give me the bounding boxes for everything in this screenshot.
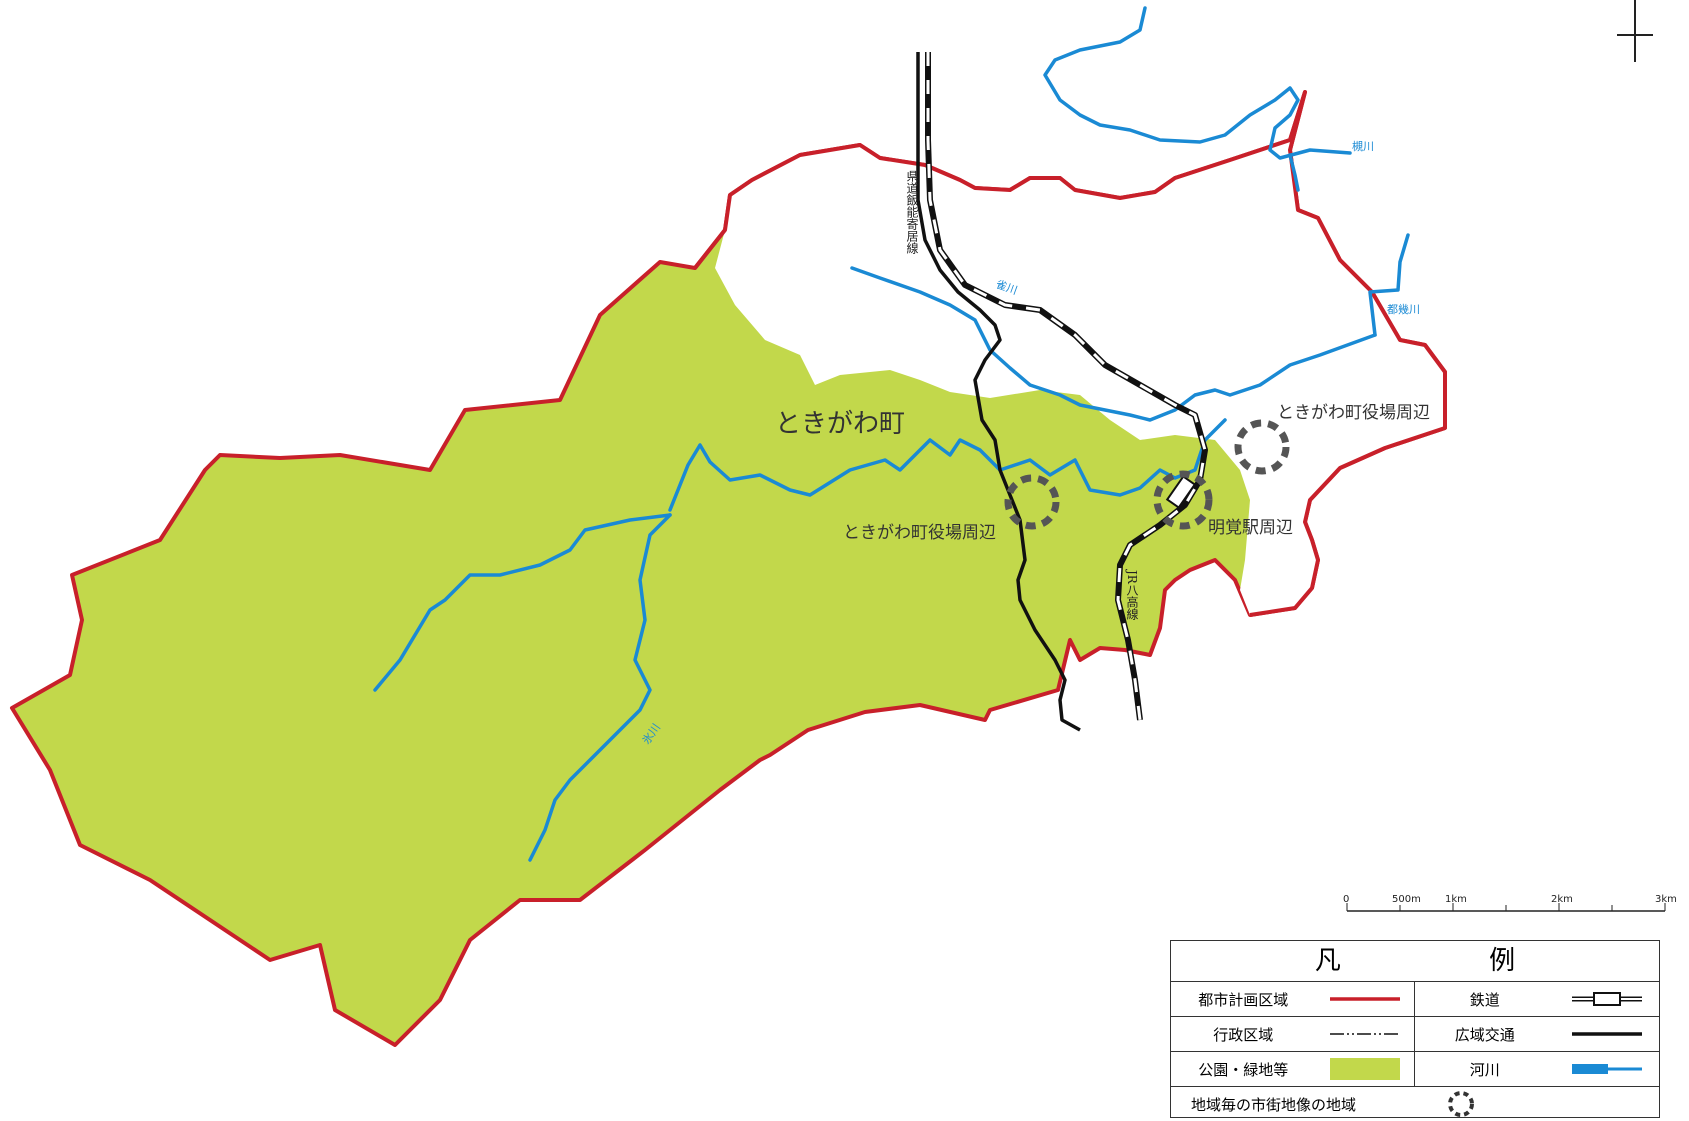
town-label: ときがわ町 — [775, 409, 905, 439]
river-tributary — [373, 513, 672, 692]
scale-tick-0: 0 — [1343, 894, 1349, 905]
place-label-office-2: ときがわ町役場周辺 — [1277, 403, 1430, 423]
scale-tick-1km: 1km — [1445, 894, 1467, 905]
legend-railway-icon — [1554, 982, 1659, 1016]
legend-red-line-icon — [1315, 982, 1415, 1016]
legend-black-line-icon — [1554, 1017, 1659, 1051]
river-tsukigawa-branch — [1288, 153, 1300, 192]
place-label-office-1: ときがわ町役場周辺 — [843, 523, 996, 543]
river-tokigawa — [850, 266, 1377, 422]
river-label-tsukigawa: 槻川 — [1352, 140, 1374, 153]
legend-row: 都市計画区域 鉄道 — [1171, 982, 1659, 1017]
scale-tick-2km: 2km — [1551, 894, 1573, 905]
area-marker-office-2 — [1234, 419, 1290, 475]
legend-dashed-circle-icon — [1431, 1087, 1491, 1121]
river-label-tokigawa: 都幾川 — [1387, 303, 1420, 316]
road-label-prefectural: 県道飯能寄居線 — [905, 170, 919, 254]
legend: 凡 例 都市計画区域 鉄道 行政区域 広域交通 公園・緑地等 河川 地域毎の市街… — [1170, 940, 1660, 1118]
area-marker-station — [1153, 470, 1213, 530]
area-markers — [1004, 419, 1290, 530]
legend-label-parks: 公園・緑地等 — [1198, 1060, 1289, 1079]
river-tokigawa-upper — [1368, 233, 1410, 337]
legend-green-fill-icon — [1315, 1052, 1415, 1086]
place-label-station: 明覚駅周辺 — [1208, 518, 1293, 538]
legend-label-wide-traffic: 広域交通 — [1454, 1025, 1515, 1044]
rivers — [373, 6, 1410, 862]
legend-dash-dot-line-icon — [1315, 1017, 1415, 1051]
river-main — [668, 418, 1227, 512]
north-arrow-icon — [1617, 0, 1653, 62]
legend-label-area-marker: 地域毎の市街地像の地域 — [1191, 1095, 1357, 1114]
area-marker-office-1 — [1004, 474, 1060, 530]
legend-label-planning-area: 都市計画区域 — [1198, 990, 1289, 1009]
railway — [925, 52, 1208, 721]
legend-title: 凡 例 — [1171, 941, 1659, 982]
urban-area — [715, 92, 1445, 615]
legend-blue-line-icon — [1554, 1052, 1659, 1086]
road-label-jr: JR八高線 — [1125, 568, 1139, 620]
legend-label-admin-area: 行政区域 — [1213, 1025, 1274, 1044]
legend-row: 行政区域 広域交通 — [1171, 1017, 1659, 1052]
scale-tick-3km: 3km — [1655, 894, 1677, 905]
station-icon — [1165, 475, 1197, 509]
wide-area-road — [916, 52, 1081, 732]
planning-area-boundary-top — [693, 90, 1447, 617]
river-tsukigawa — [1043, 6, 1352, 160]
legend-row: 地域毎の市街地像の地域 — [1171, 1087, 1659, 1121]
legend-label-river: 河川 — [1469, 1060, 1500, 1079]
legend-row: 公園・緑地等 河川 — [1171, 1052, 1659, 1087]
river-hikawa — [528, 513, 672, 862]
scale-tick-500m: 500m — [1392, 894, 1421, 905]
legend-label-railway: 鉄道 — [1469, 990, 1500, 1009]
scale-bar: 0 500m 1km 2km 3km — [1343, 894, 1677, 912]
